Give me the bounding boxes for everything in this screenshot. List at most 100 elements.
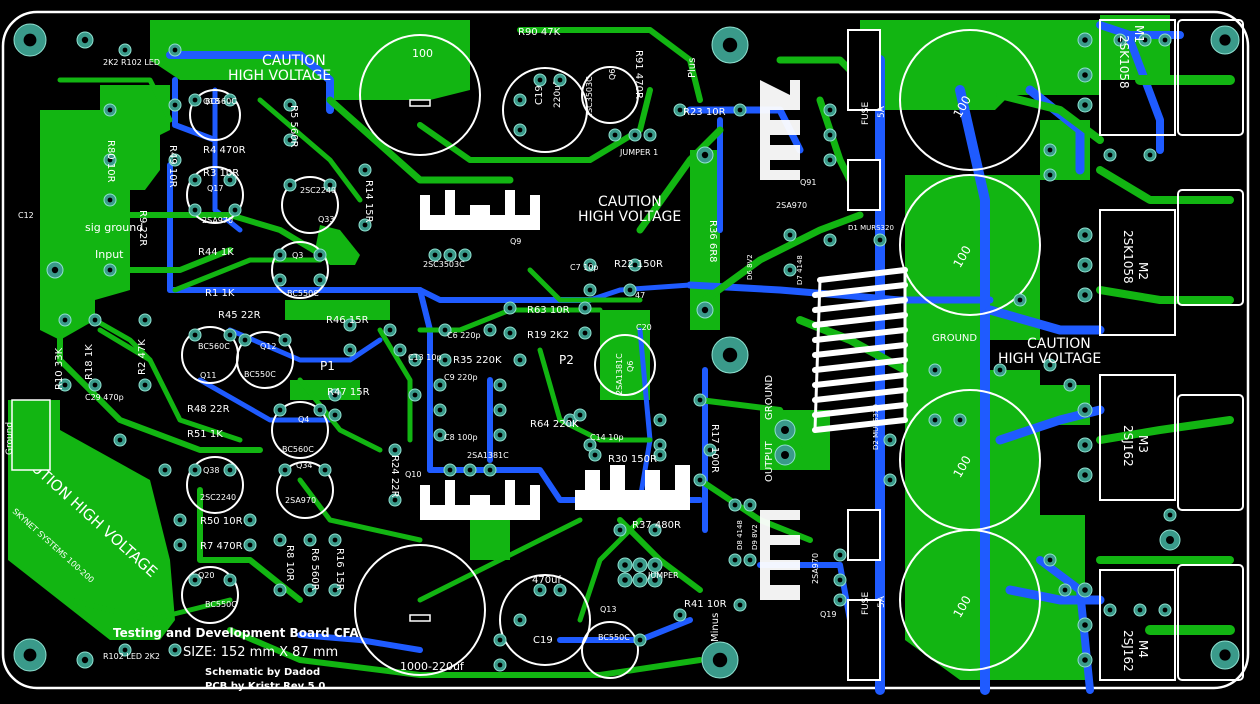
resistor-label: R64 220K [530, 419, 579, 430]
pad-hole [172, 157, 178, 163]
cap-47-label: 47 [635, 291, 645, 300]
pad-hole [232, 207, 238, 213]
pad-hole [467, 467, 473, 473]
mosfet-outlines [1099, 19, 1244, 681]
pad-hole [81, 656, 89, 664]
transistor-part: 2SC2240 [200, 493, 236, 502]
fuse-value-bottom: 5A [877, 595, 887, 608]
pot-p2: P2 [559, 353, 574, 367]
pad-hole [107, 107, 113, 113]
input-label: Input [95, 248, 124, 261]
pad-hole [517, 97, 523, 103]
pad-hole [1219, 649, 1231, 661]
pad-hole [192, 577, 198, 583]
transistor-part: BC560C [205, 97, 237, 106]
pad-hole [442, 357, 448, 363]
board-outline [1, 10, 1250, 690]
pad-hole [162, 467, 168, 473]
mosfet-ref: M2 [1136, 262, 1150, 280]
resistor-label: R47 15R [327, 387, 370, 398]
cap-top-left: 100 [359, 34, 481, 156]
c19-bottom-label: C19 [533, 635, 553, 646]
transistor-part: 2SA970 [811, 553, 820, 584]
resistor-label: R14 15R [363, 180, 374, 223]
pad-hole [1067, 382, 1073, 388]
pad-hole [412, 357, 418, 363]
pad-hole [747, 557, 753, 563]
pad-hole [172, 647, 178, 653]
pad-hole [722, 37, 738, 53]
resistor-label: R37 480R [632, 520, 681, 531]
pad-hole [142, 317, 148, 323]
pad-hole [1082, 622, 1088, 628]
pad-hole [627, 287, 633, 293]
pad-hole [1082, 72, 1088, 78]
pad-hole [582, 305, 588, 311]
pad-hole [1166, 536, 1174, 544]
transistor-part: 2SA970 [776, 201, 807, 210]
transistor-ref: Q12 [260, 342, 276, 351]
diode-label: D7 4148 [796, 255, 804, 285]
pad-hole [332, 537, 338, 543]
pad-hole [1219, 34, 1231, 46]
resistor-label: R46 15R [326, 315, 369, 326]
transistor-part: 2SA1381C [467, 451, 509, 460]
mosfet-part: 2SJ162 [1121, 425, 1135, 467]
pad-hole [177, 542, 183, 548]
pad-hole [192, 97, 198, 103]
pad-hole [447, 467, 453, 473]
pad-hole [277, 537, 283, 543]
c19-top-label: C19 [534, 85, 545, 105]
pad-hole [62, 382, 68, 388]
resistor-label: R50 10R [200, 516, 243, 527]
caution-center-1: CAUTION [598, 194, 662, 210]
pad-hole [637, 577, 643, 583]
resistor-label: R41 10R [684, 599, 727, 610]
pad-hole [277, 277, 283, 283]
resistor-label: R3 10R [203, 168, 239, 179]
pad-hole [587, 287, 593, 293]
caution-top-left-2: HIGH VOLTAGE [228, 68, 331, 84]
transistor-ref: Q3 [292, 251, 303, 260]
transistor-ref: Q91 [800, 178, 816, 187]
pad-hole [632, 262, 638, 268]
board-size: SIZE: 152 mm X 87 mm [183, 645, 338, 660]
pad-hole [1082, 37, 1088, 43]
board-schematic: Schematic by Dadod [205, 667, 320, 678]
pad-hole [282, 467, 288, 473]
pad-hole [1082, 292, 1088, 298]
pad-hole [307, 537, 313, 543]
capacitor-label: C29 470p [85, 393, 124, 402]
pad-hole [192, 177, 198, 183]
pad-hole [1082, 232, 1088, 238]
pad-hole [517, 127, 523, 133]
pad-hole [117, 437, 123, 443]
pad-hole [737, 602, 743, 608]
diode-label: D2 MURS320 [872, 404, 880, 450]
transistor-part: BC550C [287, 289, 319, 298]
capacitor-label: C12 [18, 211, 34, 220]
pad-hole [192, 332, 198, 338]
pad-hole [1082, 407, 1088, 413]
pad-hole [677, 612, 683, 618]
capacitor-label: C7 10p [570, 263, 598, 272]
board-pcb: PCB by Kristr Rev 5.0 [205, 681, 325, 692]
transistor-ref: Q34 [296, 461, 312, 470]
pad-hole [107, 157, 113, 163]
pad-hole [887, 437, 893, 443]
pad-hole [837, 597, 843, 603]
pad-hole [1162, 37, 1168, 43]
resistor-label: R45 22R [218, 310, 261, 321]
transistor-part: 2SC3503C [585, 76, 594, 118]
pad-hole [227, 332, 233, 338]
pad-hole [577, 412, 583, 418]
pad-hole [192, 207, 198, 213]
pad-hole [957, 417, 963, 423]
pad-hole [142, 382, 148, 388]
transistor-ref: Q18 [203, 97, 219, 106]
output-coil [812, 267, 908, 433]
transistor-ref: Q6 [626, 361, 635, 372]
pad-hole [582, 330, 588, 336]
transistor-part: BC550C [205, 600, 237, 609]
